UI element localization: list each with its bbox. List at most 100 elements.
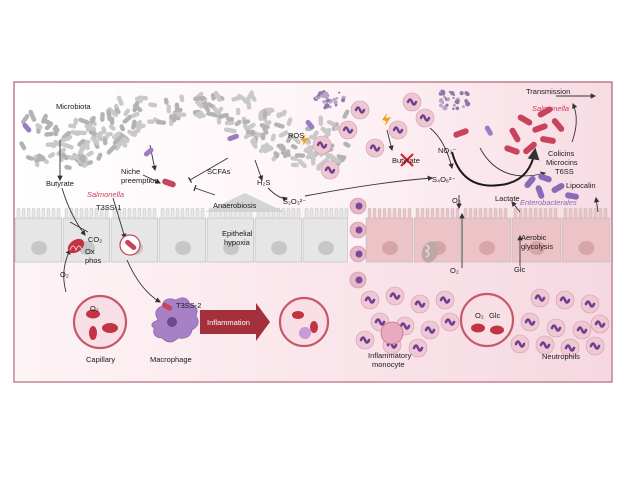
neutrophil-nucleus: [414, 300, 426, 308]
commensal-bacterium: [262, 146, 274, 154]
commensal-bacterium: [61, 142, 74, 150]
microvillus: [132, 207, 137, 220]
label-no3: NO₃⁻: [438, 146, 456, 155]
commensal-bacterium: [290, 162, 299, 168]
label-lipocalin: Lipocalin: [566, 181, 596, 190]
red-cross-icon: [400, 153, 414, 167]
microvillus: [74, 207, 79, 220]
pathway-arrows: [57, 93, 600, 303]
epithelial-cell: [158, 217, 206, 263]
commensal-bacterium: [305, 150, 315, 160]
commensal-bacterium: [297, 158, 307, 169]
neutrophil-nucleus: [392, 126, 404, 134]
cell-debris: [335, 97, 339, 100]
commensal-bacterium: [235, 107, 241, 116]
commensal-bacterium: [318, 157, 330, 167]
cell-debris: [322, 99, 326, 104]
microvillus: [190, 207, 195, 220]
commensal-bacterium: [303, 145, 313, 153]
commensal-bacterium: [28, 109, 37, 122]
epithelial-cell: [461, 217, 511, 263]
cell-nucleus: [318, 241, 334, 255]
label-macrophage: Macrophage: [150, 355, 192, 364]
microvillus: [445, 207, 450, 220]
commensal-bacterium: [285, 133, 294, 144]
neutrophil-nucleus: [369, 144, 381, 152]
microvillus: [407, 207, 412, 220]
microvillus: [488, 207, 493, 220]
capillary-left: [72, 294, 128, 350]
commensal-bacterium: [101, 126, 107, 135]
microvillus: [334, 207, 339, 220]
commensal-bacterium: [73, 117, 79, 126]
commensal-bacterium: [179, 94, 185, 103]
cell-debris: [334, 103, 338, 107]
microvillus: [304, 207, 309, 220]
cell-debris: [450, 91, 455, 96]
cell-debris: [465, 92, 470, 97]
label-glycolysis-line2: glycolysis: [521, 242, 553, 251]
microvillus: [397, 207, 402, 220]
label-microcins: Microcins: [546, 158, 578, 167]
label-microbiota: Microbiota: [56, 102, 91, 111]
neutrophil-nucleus: [550, 324, 562, 332]
commensal-bacterium: [294, 153, 306, 158]
commensal-bacterium: [258, 111, 263, 121]
commensal-bacterium: [224, 120, 235, 126]
microvillus: [513, 207, 518, 220]
microvillus: [200, 207, 205, 220]
label-anaerobiosis: Anaerobiosis: [213, 201, 257, 210]
label-butyrate-crossed: Butyrate: [392, 156, 420, 165]
microvillus: [563, 207, 568, 220]
microvillus: [518, 207, 523, 220]
microvillus: [51, 207, 56, 220]
commensal-bacterium: [53, 124, 59, 137]
label-lactate: Lactate: [495, 194, 520, 203]
commensal-bacterium: [114, 141, 123, 151]
cell-debris: [462, 105, 465, 109]
epithelial-cell: [365, 217, 413, 263]
commensal-bacterium: [134, 96, 143, 104]
cell-debris: [452, 96, 455, 99]
neutrophil-nucleus: [316, 141, 328, 149]
enterobacterales-bacterium: [524, 175, 536, 189]
commensal-bacterium: [123, 108, 131, 117]
microvillus: [450, 207, 455, 220]
microvillus: [435, 207, 440, 220]
microvillus: [493, 207, 498, 220]
label-o2-right1: O₂: [452, 196, 461, 205]
neutrophil-nucleus: [419, 114, 431, 122]
salmonella-bacterium: [540, 136, 556, 144]
commensal-bacterium: [114, 107, 121, 115]
cell-debris: [452, 107, 455, 111]
neutrophil-nucleus: [324, 166, 336, 174]
commensal-bacterium: [326, 119, 336, 127]
commensal-bacterium: [86, 150, 94, 157]
microvillus: [553, 207, 558, 220]
microvillus: [377, 207, 382, 220]
commensal-bacterium: [322, 127, 332, 134]
commensal-bacterium: [112, 131, 121, 140]
commensal-bacterium: [242, 119, 251, 124]
microvillus: [578, 207, 583, 220]
microvillus: [147, 207, 152, 220]
microvillus: [538, 207, 543, 220]
commensal-bacterium: [41, 117, 54, 127]
microvillus: [137, 207, 142, 220]
label-h2s: H₂S: [257, 178, 270, 187]
microvillus: [573, 207, 578, 220]
label-monocyte-line1: Inflammatory: [368, 351, 412, 360]
epithelial-cell: [254, 217, 302, 263]
commensal-bacterium: [226, 116, 235, 122]
commensal-bacterium: [336, 154, 344, 160]
commensal-bacterium: [261, 124, 269, 135]
microvillus: [598, 207, 603, 220]
butyrate-producers: [22, 119, 493, 157]
label-enterobacterales: Enterobacterales: [520, 198, 577, 207]
commensal-bacterium: [223, 127, 237, 134]
commensal-bacterium: [106, 108, 112, 122]
neutrophil-nucleus: [564, 344, 576, 352]
epithelial-cell: [14, 217, 62, 263]
epithelium: [14, 197, 610, 289]
enterobacterales-bacterium: [538, 173, 552, 183]
